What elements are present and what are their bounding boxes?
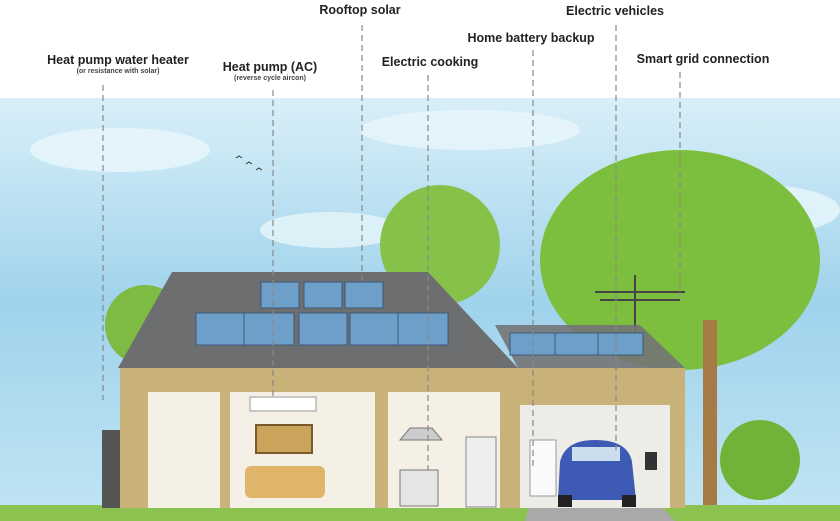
sofa (245, 466, 325, 498)
label-heat-pump-ac-note: (reverse cycle aircon) (234, 75, 306, 82)
painting (255, 424, 313, 454)
leader-lines (102, 25, 681, 470)
label-heat-pump-water-heater-note: (or resistance with solar) (76, 68, 160, 75)
label-home-battery-backup: Home battery backup (467, 31, 595, 45)
label-smart-grid-connection: Smart grid connection (636, 52, 770, 66)
label-heat-pump-ac: Heat pump (AC) (222, 60, 318, 74)
ev-charger (645, 452, 657, 470)
fridge (465, 436, 497, 508)
tree-right (540, 150, 820, 510)
birds-icon (235, 155, 263, 171)
solar-panels-garage (509, 332, 644, 356)
electric-car (558, 440, 636, 507)
label-heat-pump-water-heater: Heat pump water heater (47, 53, 189, 67)
battery (529, 439, 557, 497)
label-electric-vehicles: Electric vehicles (566, 4, 664, 18)
stove (399, 469, 439, 507)
range-hood (398, 427, 444, 441)
ac-unit (249, 396, 317, 412)
label-electric-cooking: Electric cooking (381, 55, 479, 69)
label-rooftop-solar: Rooftop solar (319, 3, 401, 17)
driveway (525, 505, 675, 521)
water-heater (102, 430, 120, 508)
